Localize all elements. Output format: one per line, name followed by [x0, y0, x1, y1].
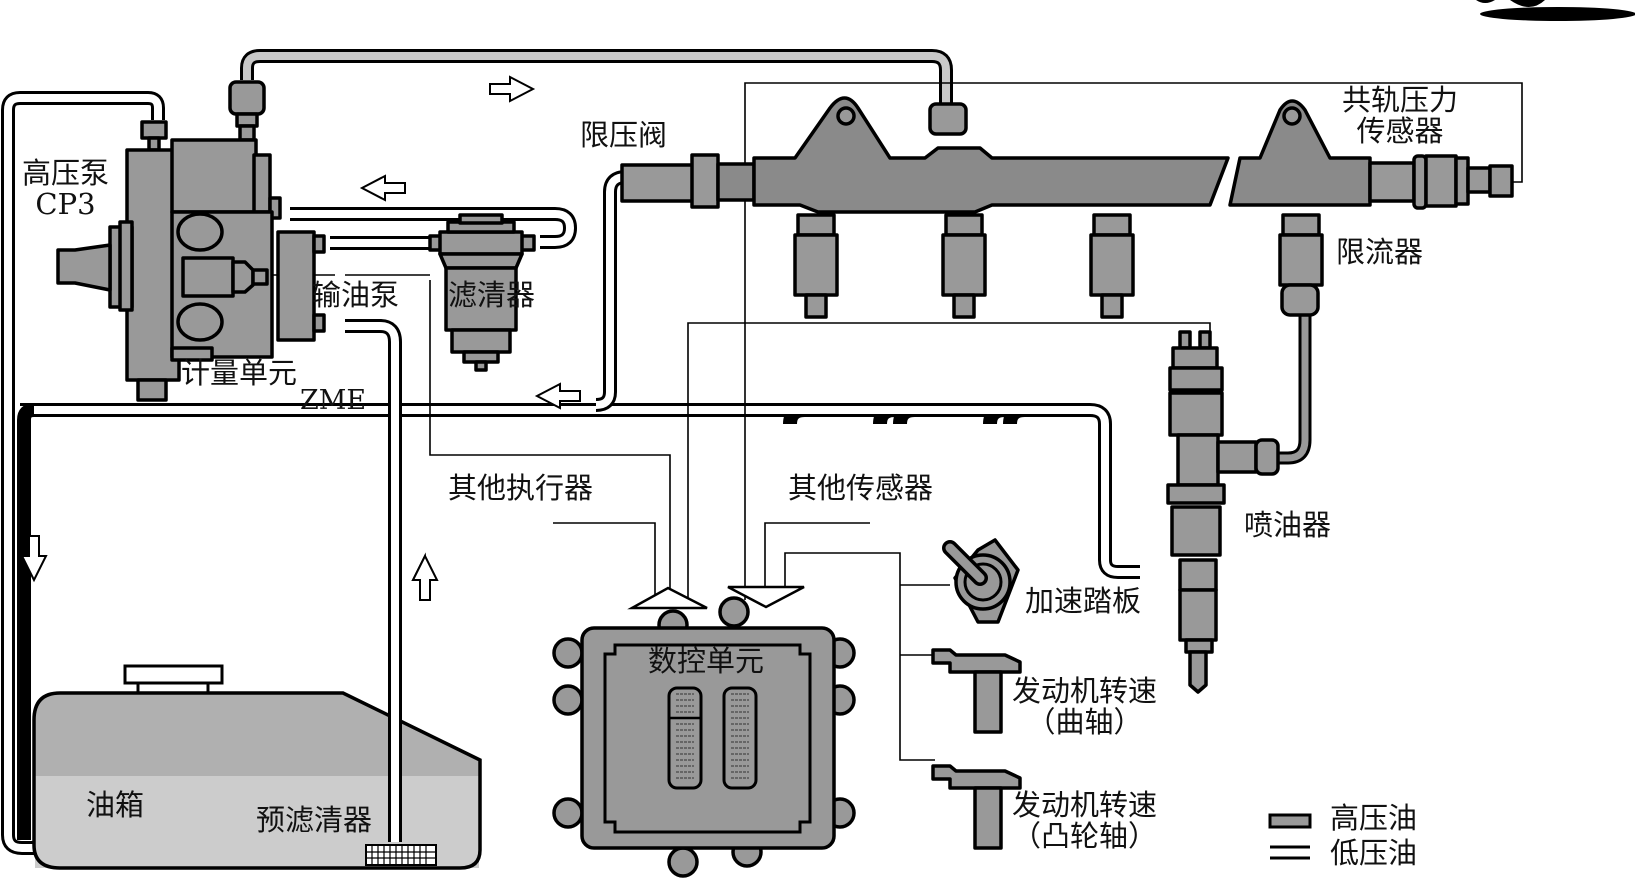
- label-pre-filter: 预滤清器: [256, 803, 373, 837]
- label-cam-speed: 发动机转速 （凸轮轴）: [1012, 788, 1158, 854]
- legend-label-high-pressure: 高压油: [1330, 801, 1418, 835]
- rail-outlets: [793, 213, 1324, 319]
- accelerator-pedal-sensor: [942, 538, 1020, 624]
- flow-arrow-right: [489, 75, 536, 103]
- label-rail-pressure-sensor: 共轨压力 传感器: [1342, 83, 1459, 149]
- label-flow-limiter: 限流器: [1336, 235, 1424, 269]
- label-other-sensors: 其他传感器: [788, 471, 934, 505]
- label-fuel-tank: 油箱: [86, 788, 145, 822]
- ecu: [552, 585, 856, 878]
- label-ecu: 数控单元: [648, 644, 765, 678]
- label-other-actuators: 其他执行器: [448, 471, 594, 505]
- label-filter: 滤清器: [448, 278, 536, 312]
- flow-arrow-left: [534, 382, 581, 410]
- label-cam-speed-line1: 发动机转速: [1012, 788, 1158, 822]
- flow-arrow-up: [411, 553, 439, 601]
- label-rail-pressure-sensor-line2: 传感器: [1356, 114, 1444, 149]
- label-high-pressure-pump: 高压泵 CP3: [22, 156, 110, 222]
- label-crank-speed: 发动机转速 （曲轴）: [1012, 674, 1158, 740]
- flow-arrow-left: [359, 174, 406, 202]
- label-zme: ZME: [300, 385, 367, 416]
- label-metering-unit: 计量单元: [181, 356, 298, 390]
- fuel-filter: [428, 213, 536, 372]
- legend-swatch-high-pressure: [1268, 813, 1312, 829]
- fuel-tank: [32, 664, 482, 870]
- label-high-pressure-pump-line2: CP3: [35, 187, 96, 222]
- label-feed-pump: 输油泵: [312, 278, 400, 312]
- label-injector: 喷油器: [1244, 508, 1332, 542]
- high-pressure-pump: [56, 80, 326, 402]
- injector: [1166, 330, 1280, 694]
- label-crank-speed-line2: （曲轴）: [1026, 705, 1143, 740]
- flow-arrows: [20, 75, 581, 601]
- crank-speed-sensor: [931, 648, 1022, 734]
- label-cam-speed-line2: （凸轮轴）: [1012, 819, 1158, 854]
- high-pressure-lines: [240, 49, 1312, 465]
- label-crank-speed-line1: 发动机转速: [1012, 674, 1158, 708]
- flow-arrow-down: [20, 535, 48, 583]
- cam-speed-sensor: [931, 764, 1022, 850]
- label-accelerator-pedal: 加速踏板: [1025, 584, 1142, 618]
- common-rail: [620, 96, 1514, 319]
- label-rail-pressure-sensor-line1: 共轨压力: [1342, 83, 1459, 117]
- signal-wires: [265, 82, 1523, 761]
- legend-swatches: [1268, 813, 1312, 860]
- low-pressure-lines: [1, 91, 1140, 855]
- label-high-pressure-pump-line1: 高压泵: [22, 156, 110, 190]
- label-pressure-limiting-valve: 限压阀: [580, 118, 668, 152]
- corner-mark: [1476, 0, 1635, 21]
- legend-label-low-pressure: 低压油: [1330, 836, 1418, 870]
